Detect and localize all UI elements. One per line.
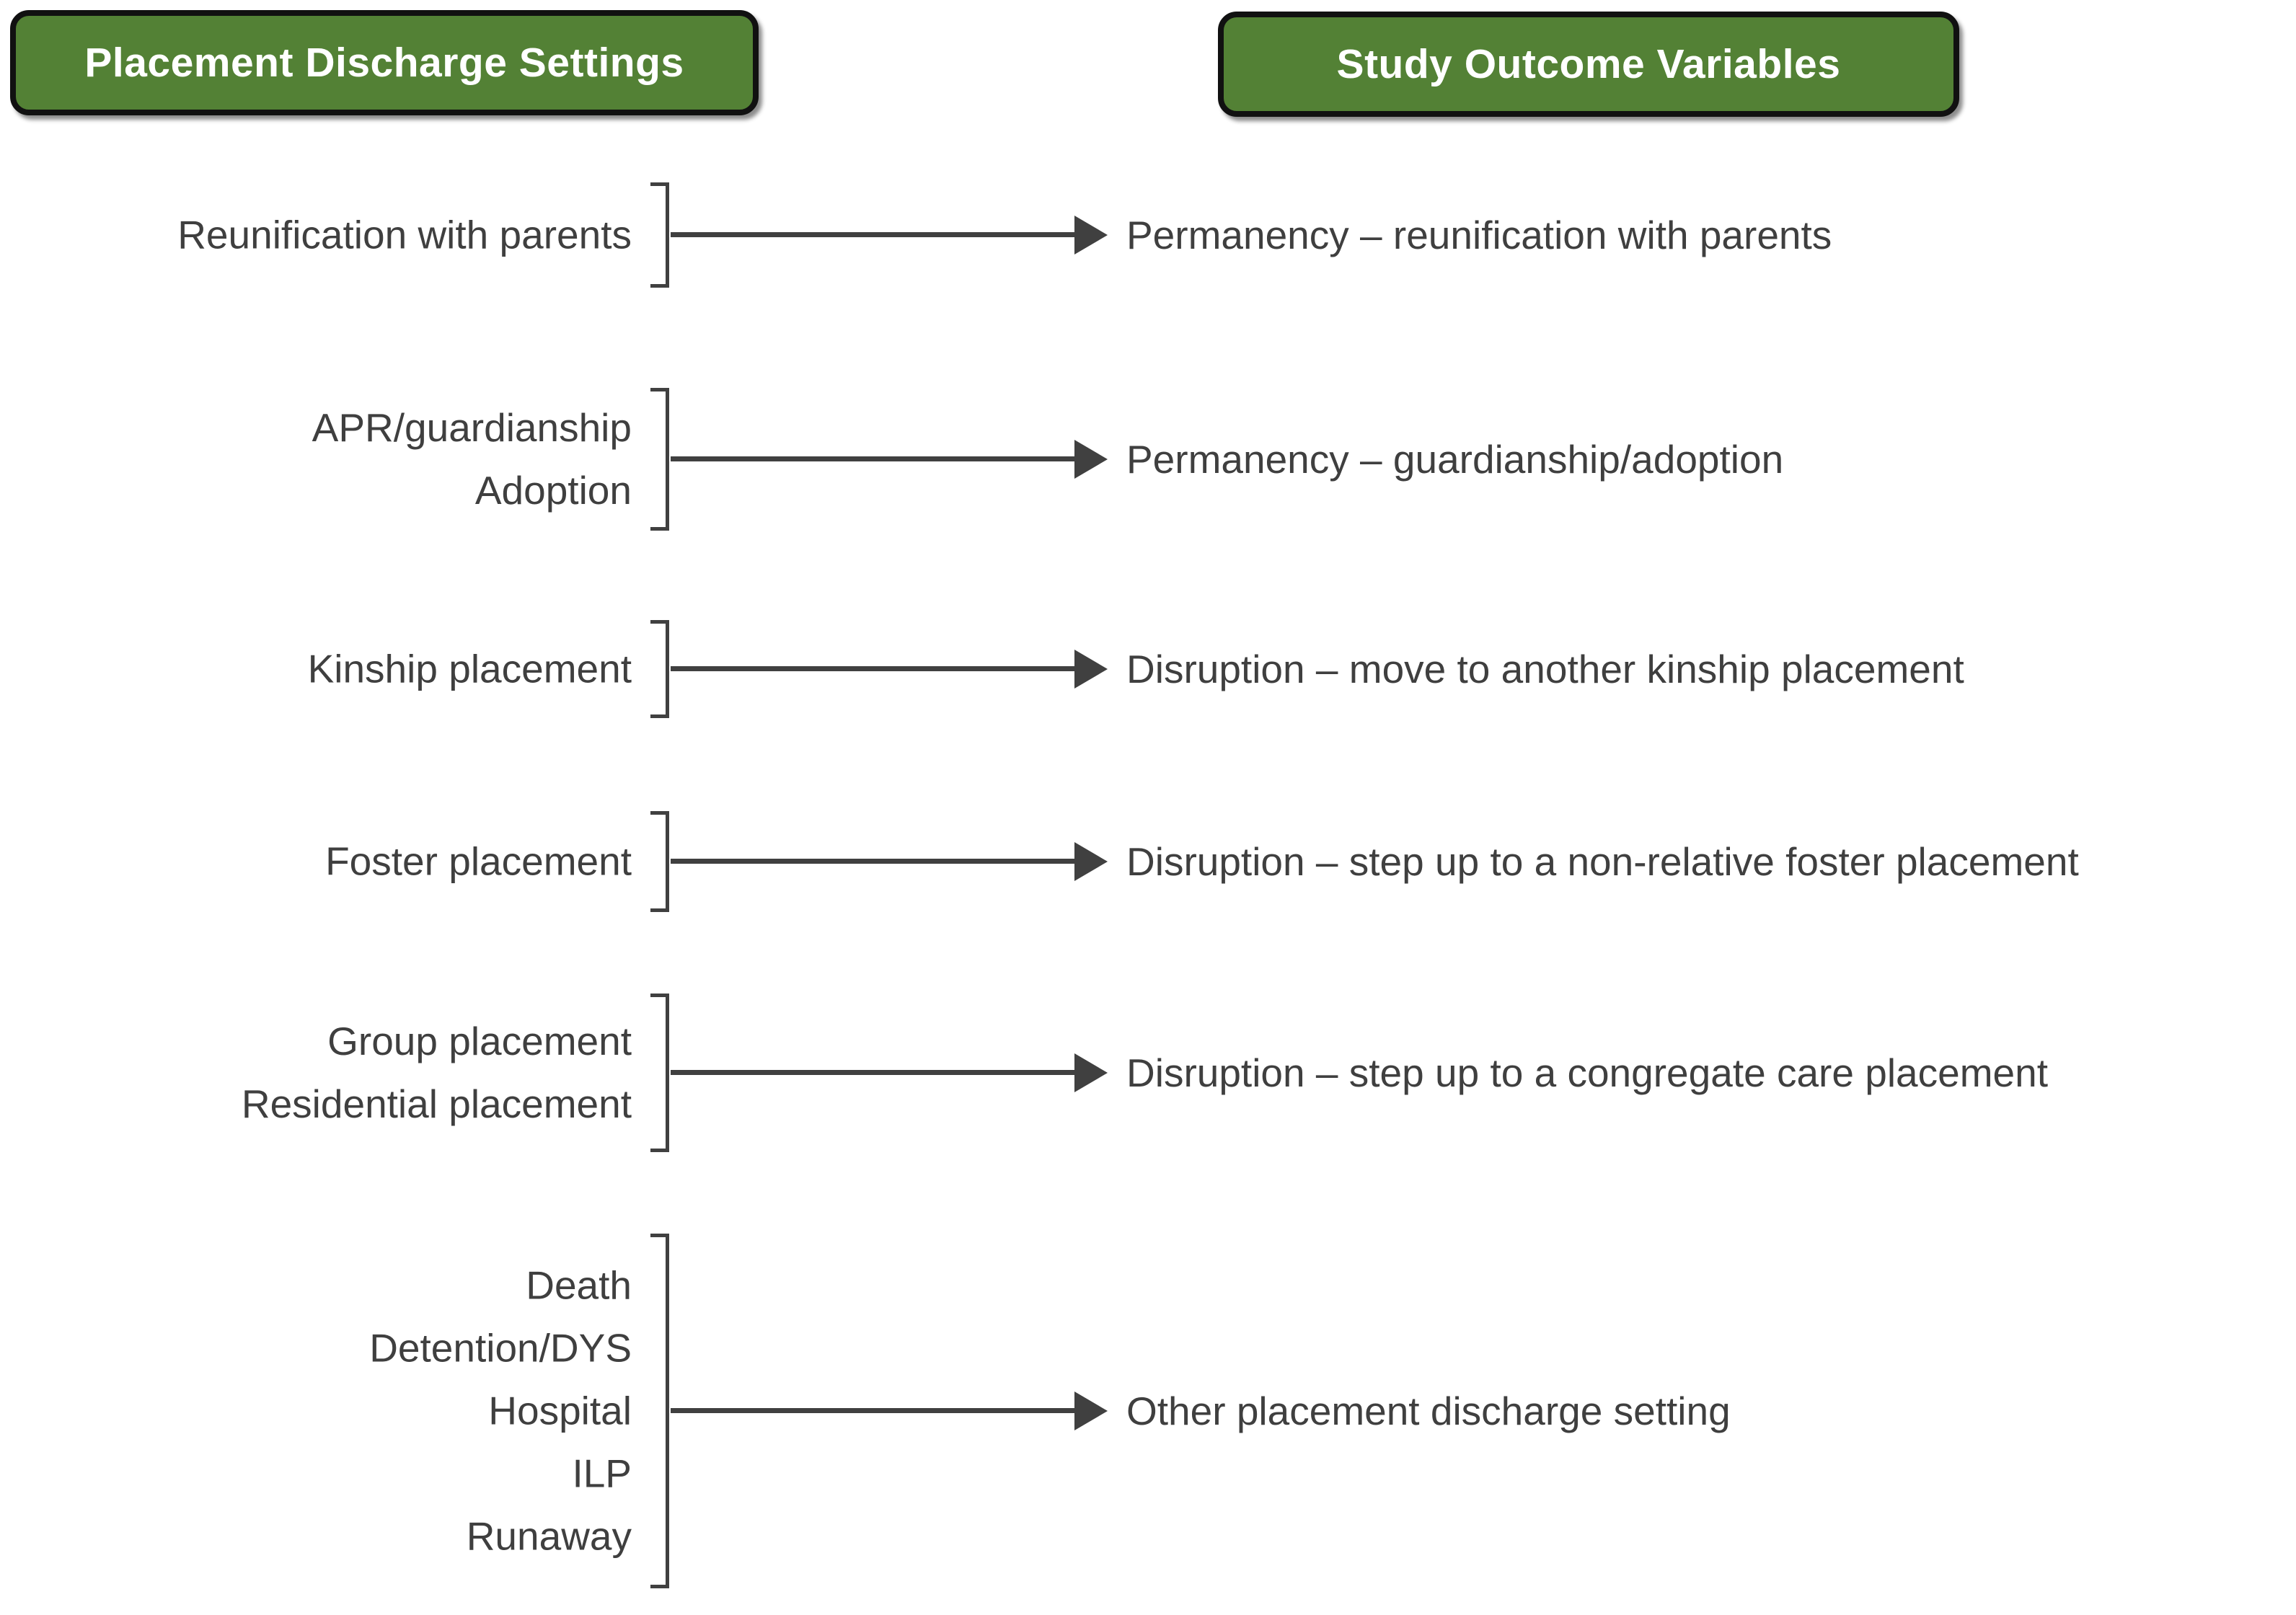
settings-label-line: Runaway bbox=[466, 1513, 632, 1559]
arrow-head bbox=[1074, 1053, 1108, 1092]
settings-label-line: Group placement bbox=[327, 1019, 632, 1063]
settings-label-line: Foster placement bbox=[325, 839, 632, 884]
arrow-connector bbox=[671, 1408, 1074, 1413]
settings-label: Reunification with parents bbox=[0, 204, 632, 267]
arrow-connector bbox=[671, 232, 1074, 237]
header-placement-discharge-settings-label: Placement Discharge Settings bbox=[84, 40, 684, 86]
settings-label: Kinship placement bbox=[0, 638, 632, 701]
bracket-shape bbox=[650, 994, 669, 1152]
outcome-label: Permanency – guardianship/adoption bbox=[1126, 437, 1784, 482]
arrow-head bbox=[1074, 440, 1108, 479]
outcome-label: Disruption – step up to a congregate car… bbox=[1126, 1050, 2048, 1095]
bracket-shape bbox=[650, 388, 669, 531]
bracket-shape bbox=[650, 620, 669, 718]
outcome-label: Disruption – move to another kinship pla… bbox=[1126, 647, 1964, 691]
arrow-connector bbox=[671, 666, 1074, 671]
header-study-outcome-variables: Study Outcome Variables bbox=[1218, 12, 1959, 117]
outcome-label: Permanency – reunification with parents bbox=[1126, 213, 1832, 257]
arrow-head bbox=[1074, 650, 1108, 689]
outcome-label: Disruption – step up to a non-relative f… bbox=[1126, 839, 2079, 884]
arrow-connector bbox=[671, 1070, 1074, 1075]
bracket-shape bbox=[650, 182, 669, 288]
arrow-head bbox=[1074, 216, 1108, 255]
header-study-outcome-variables-label: Study Outcome Variables bbox=[1336, 41, 1841, 87]
header-placement-discharge-settings: Placement Discharge Settings bbox=[10, 10, 759, 115]
bracket-shape bbox=[650, 1234, 669, 1588]
bracket-shape bbox=[650, 811, 669, 912]
settings-label-line: Detention/DYS bbox=[369, 1325, 632, 1371]
settings-label-line: ILP bbox=[572, 1451, 632, 1496]
settings-label-line: Hospital bbox=[488, 1388, 632, 1433]
settings-label-line: Residential placement bbox=[241, 1081, 632, 1126]
settings-label-line: APR/guardianship bbox=[312, 405, 632, 450]
arrow-head bbox=[1074, 1391, 1108, 1430]
arrow-head bbox=[1074, 842, 1108, 881]
arrow-connector bbox=[671, 859, 1074, 864]
settings-label-line: Adoption bbox=[474, 468, 632, 513]
outcome-label: Other placement discharge setting bbox=[1126, 1389, 1731, 1433]
settings-label: Foster placement bbox=[0, 831, 632, 893]
settings-label-line: Death bbox=[526, 1262, 632, 1308]
settings-label-line: Reunification with parents bbox=[177, 212, 632, 257]
settings-label-line: Kinship placement bbox=[307, 646, 632, 691]
arrow-connector bbox=[671, 456, 1074, 461]
